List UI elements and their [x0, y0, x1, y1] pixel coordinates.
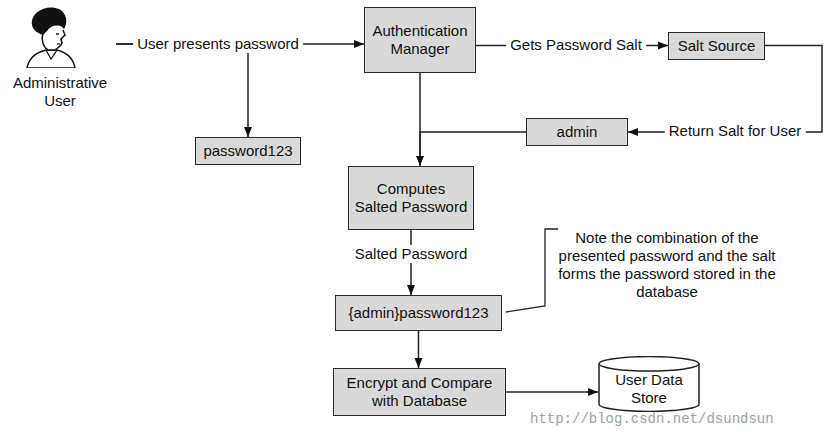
node-text: Authentication Manager: [370, 22, 470, 58]
node-text: {admin}password123: [348, 304, 488, 322]
node-text: Salt Source: [678, 37, 756, 55]
edge-label: Gets Password Salt: [506, 36, 646, 54]
process-box: Salt Source: [668, 32, 765, 60]
connector-arrow: [419, 73, 421, 166]
note-text: Note the combination of the presented pa…: [556, 229, 778, 301]
node-text: password123: [203, 142, 292, 160]
process-box: Authentication Manager: [364, 7, 476, 73]
connector-arrow: [506, 391, 598, 393]
node-text: User Data Store: [604, 371, 694, 407]
actor-label: Administrative User: [4, 74, 116, 110]
process-box: Encrypt and Compare with Database: [333, 368, 506, 416]
actor: Administrative User: [4, 4, 116, 112]
connector-arrow: [418, 331, 420, 368]
database-cylinder: User Data Store: [598, 356, 700, 412]
note-leader: [506, 229, 558, 312]
value-box: {admin}password123: [335, 295, 502, 331]
edge-label: Salted Password: [351, 245, 472, 263]
node-text: Encrypt and Compare with Database: [339, 374, 500, 410]
node-text: admin: [557, 123, 598, 141]
value-box: admin: [526, 118, 628, 146]
connector-arrow: [420, 132, 526, 166]
connector-arrow: [116, 44, 248, 137]
person-icon: [19, 4, 81, 68]
watermark: http://blog.csdn.net/dsundsun: [530, 411, 774, 428]
process-box: Computes Salted Password: [348, 166, 474, 230]
edge-label: User presents password: [133, 35, 303, 53]
edge-label: Return Salt for User: [665, 122, 806, 140]
node-text: Computes Salted Password: [354, 180, 468, 216]
value-box: password123: [195, 137, 301, 165]
